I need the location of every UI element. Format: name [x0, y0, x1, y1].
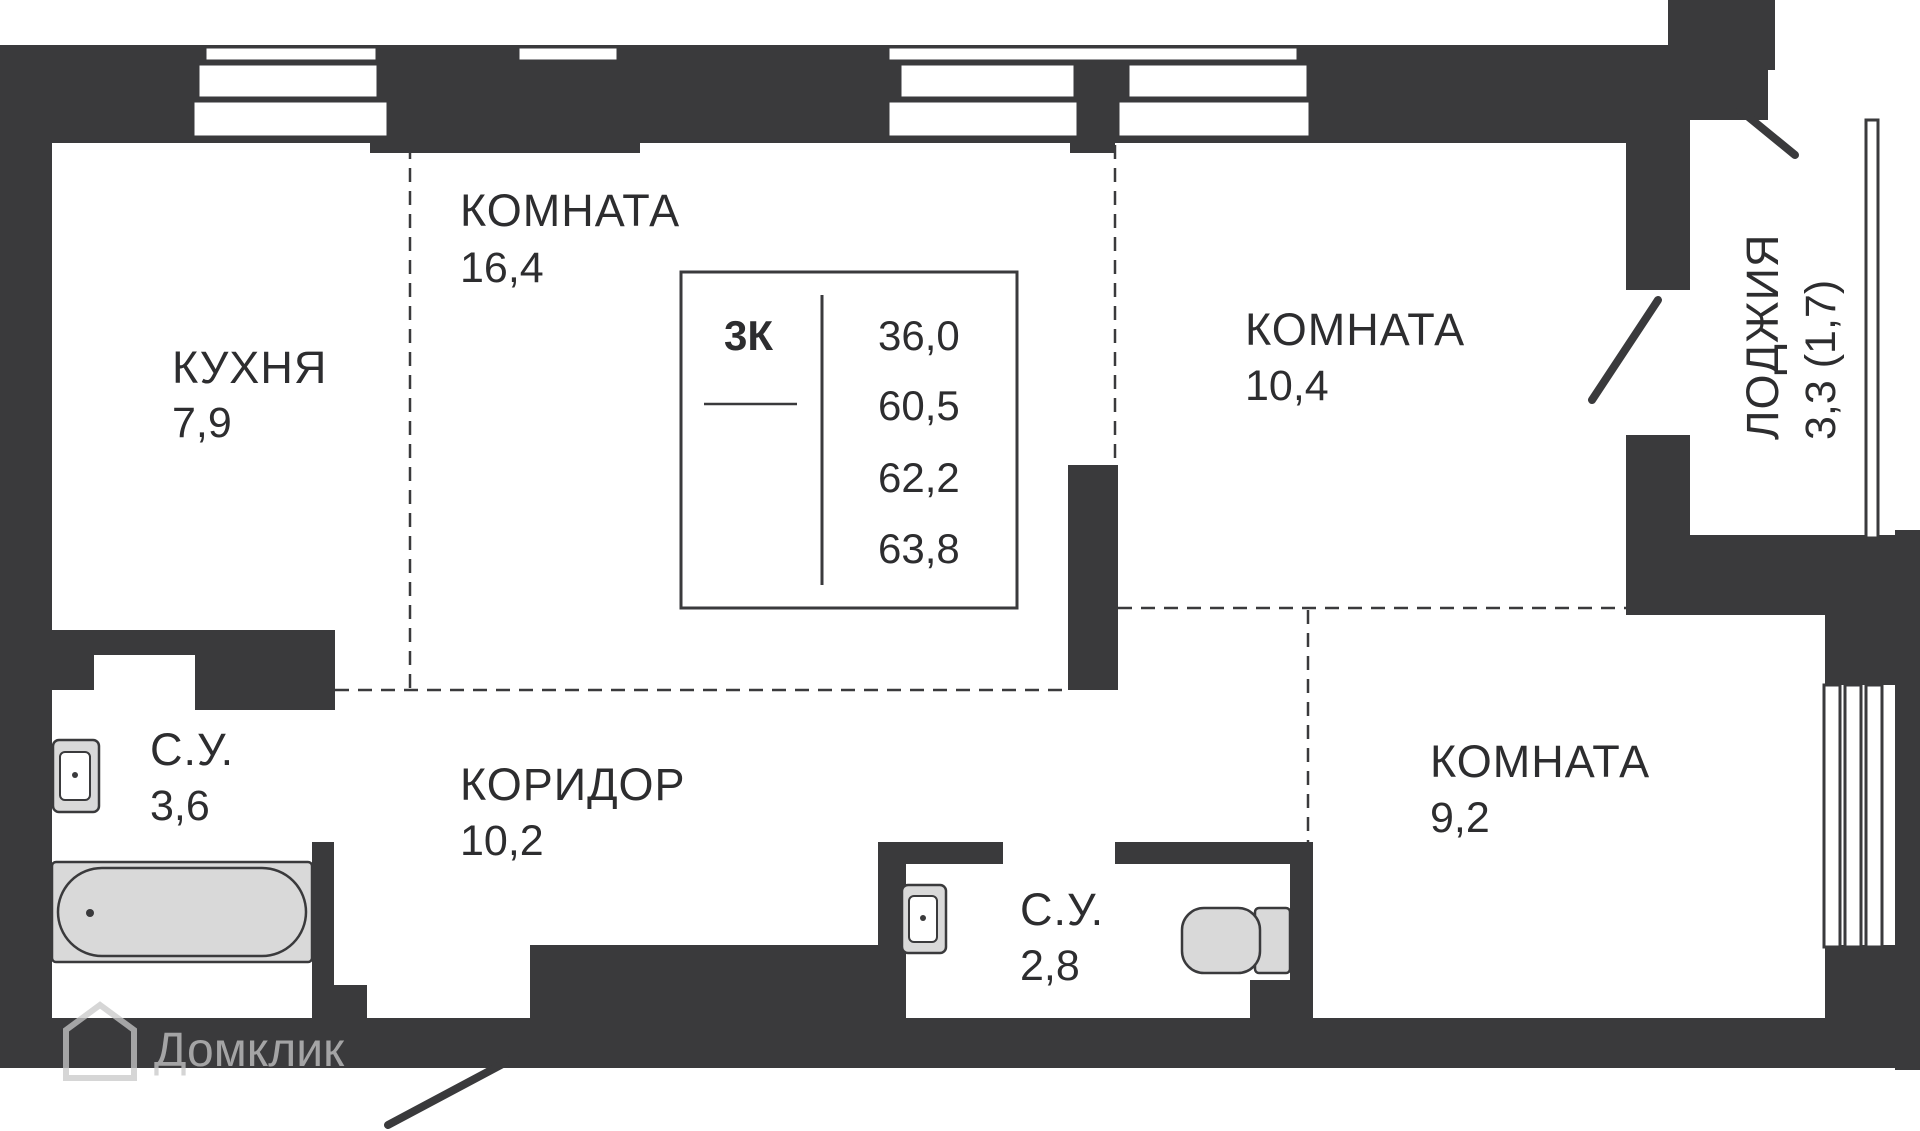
- zone-dividers: [335, 145, 1626, 842]
- room-labels: КУХНЯ 7,9 КОМНАТА 16,4 КОМНАТА 10,4 КОМН…: [150, 185, 1845, 990]
- door-loggia: [1736, 106, 1799, 159]
- door-room-right: [1588, 296, 1662, 404]
- summary-box: 3К 36,0 60,5 62,2 63,8: [679, 270, 1019, 610]
- summary-area-1: 36,0: [878, 312, 960, 359]
- toilet-icon: [1180, 906, 1292, 975]
- summary-area-3: 62,2: [878, 454, 960, 501]
- summary-area-2: 60,5: [878, 382, 960, 429]
- windows: [191, 45, 1884, 949]
- watermark-text: Домклик: [154, 1024, 345, 1077]
- door-entrance: [384, 1056, 514, 1129]
- room-right-area: 10,4: [1245, 362, 1329, 410]
- kitchen-area: 7,9: [172, 399, 232, 447]
- room-main-name: КОМНАТА: [460, 185, 680, 236]
- bathroom-center-area: 2,8: [1020, 942, 1080, 990]
- bathroom-center-name: С.У.: [1020, 884, 1104, 935]
- house-logo-icon: [63, 1001, 137, 1081]
- loggia-name: ЛОДЖИЯ: [1737, 234, 1788, 440]
- doors: [384, 106, 1799, 1129]
- room-right-name: КОМНАТА: [1245, 304, 1465, 355]
- bathroom-left-area: 3,6: [150, 782, 210, 830]
- walls: [0, 0, 1920, 1070]
- room-main-area: 16,4: [460, 244, 544, 292]
- corridor-area: 10,2: [460, 817, 544, 865]
- watermark: Домклик: [63, 1001, 345, 1081]
- apartment-type: 3К: [724, 312, 773, 359]
- fixtures: [50, 738, 1292, 975]
- room-bottom-right-name: КОМНАТА: [1430, 736, 1650, 787]
- kitchen-name: КУХНЯ: [172, 342, 327, 393]
- room-bottom-right-area: 9,2: [1430, 794, 1490, 842]
- summary-area-4: 63,8: [878, 525, 960, 572]
- corridor-name: КОРИДОР: [460, 759, 686, 810]
- loggia-area: 3,3 (1,7): [1797, 280, 1845, 440]
- bathroom-left-name: С.У.: [150, 724, 234, 775]
